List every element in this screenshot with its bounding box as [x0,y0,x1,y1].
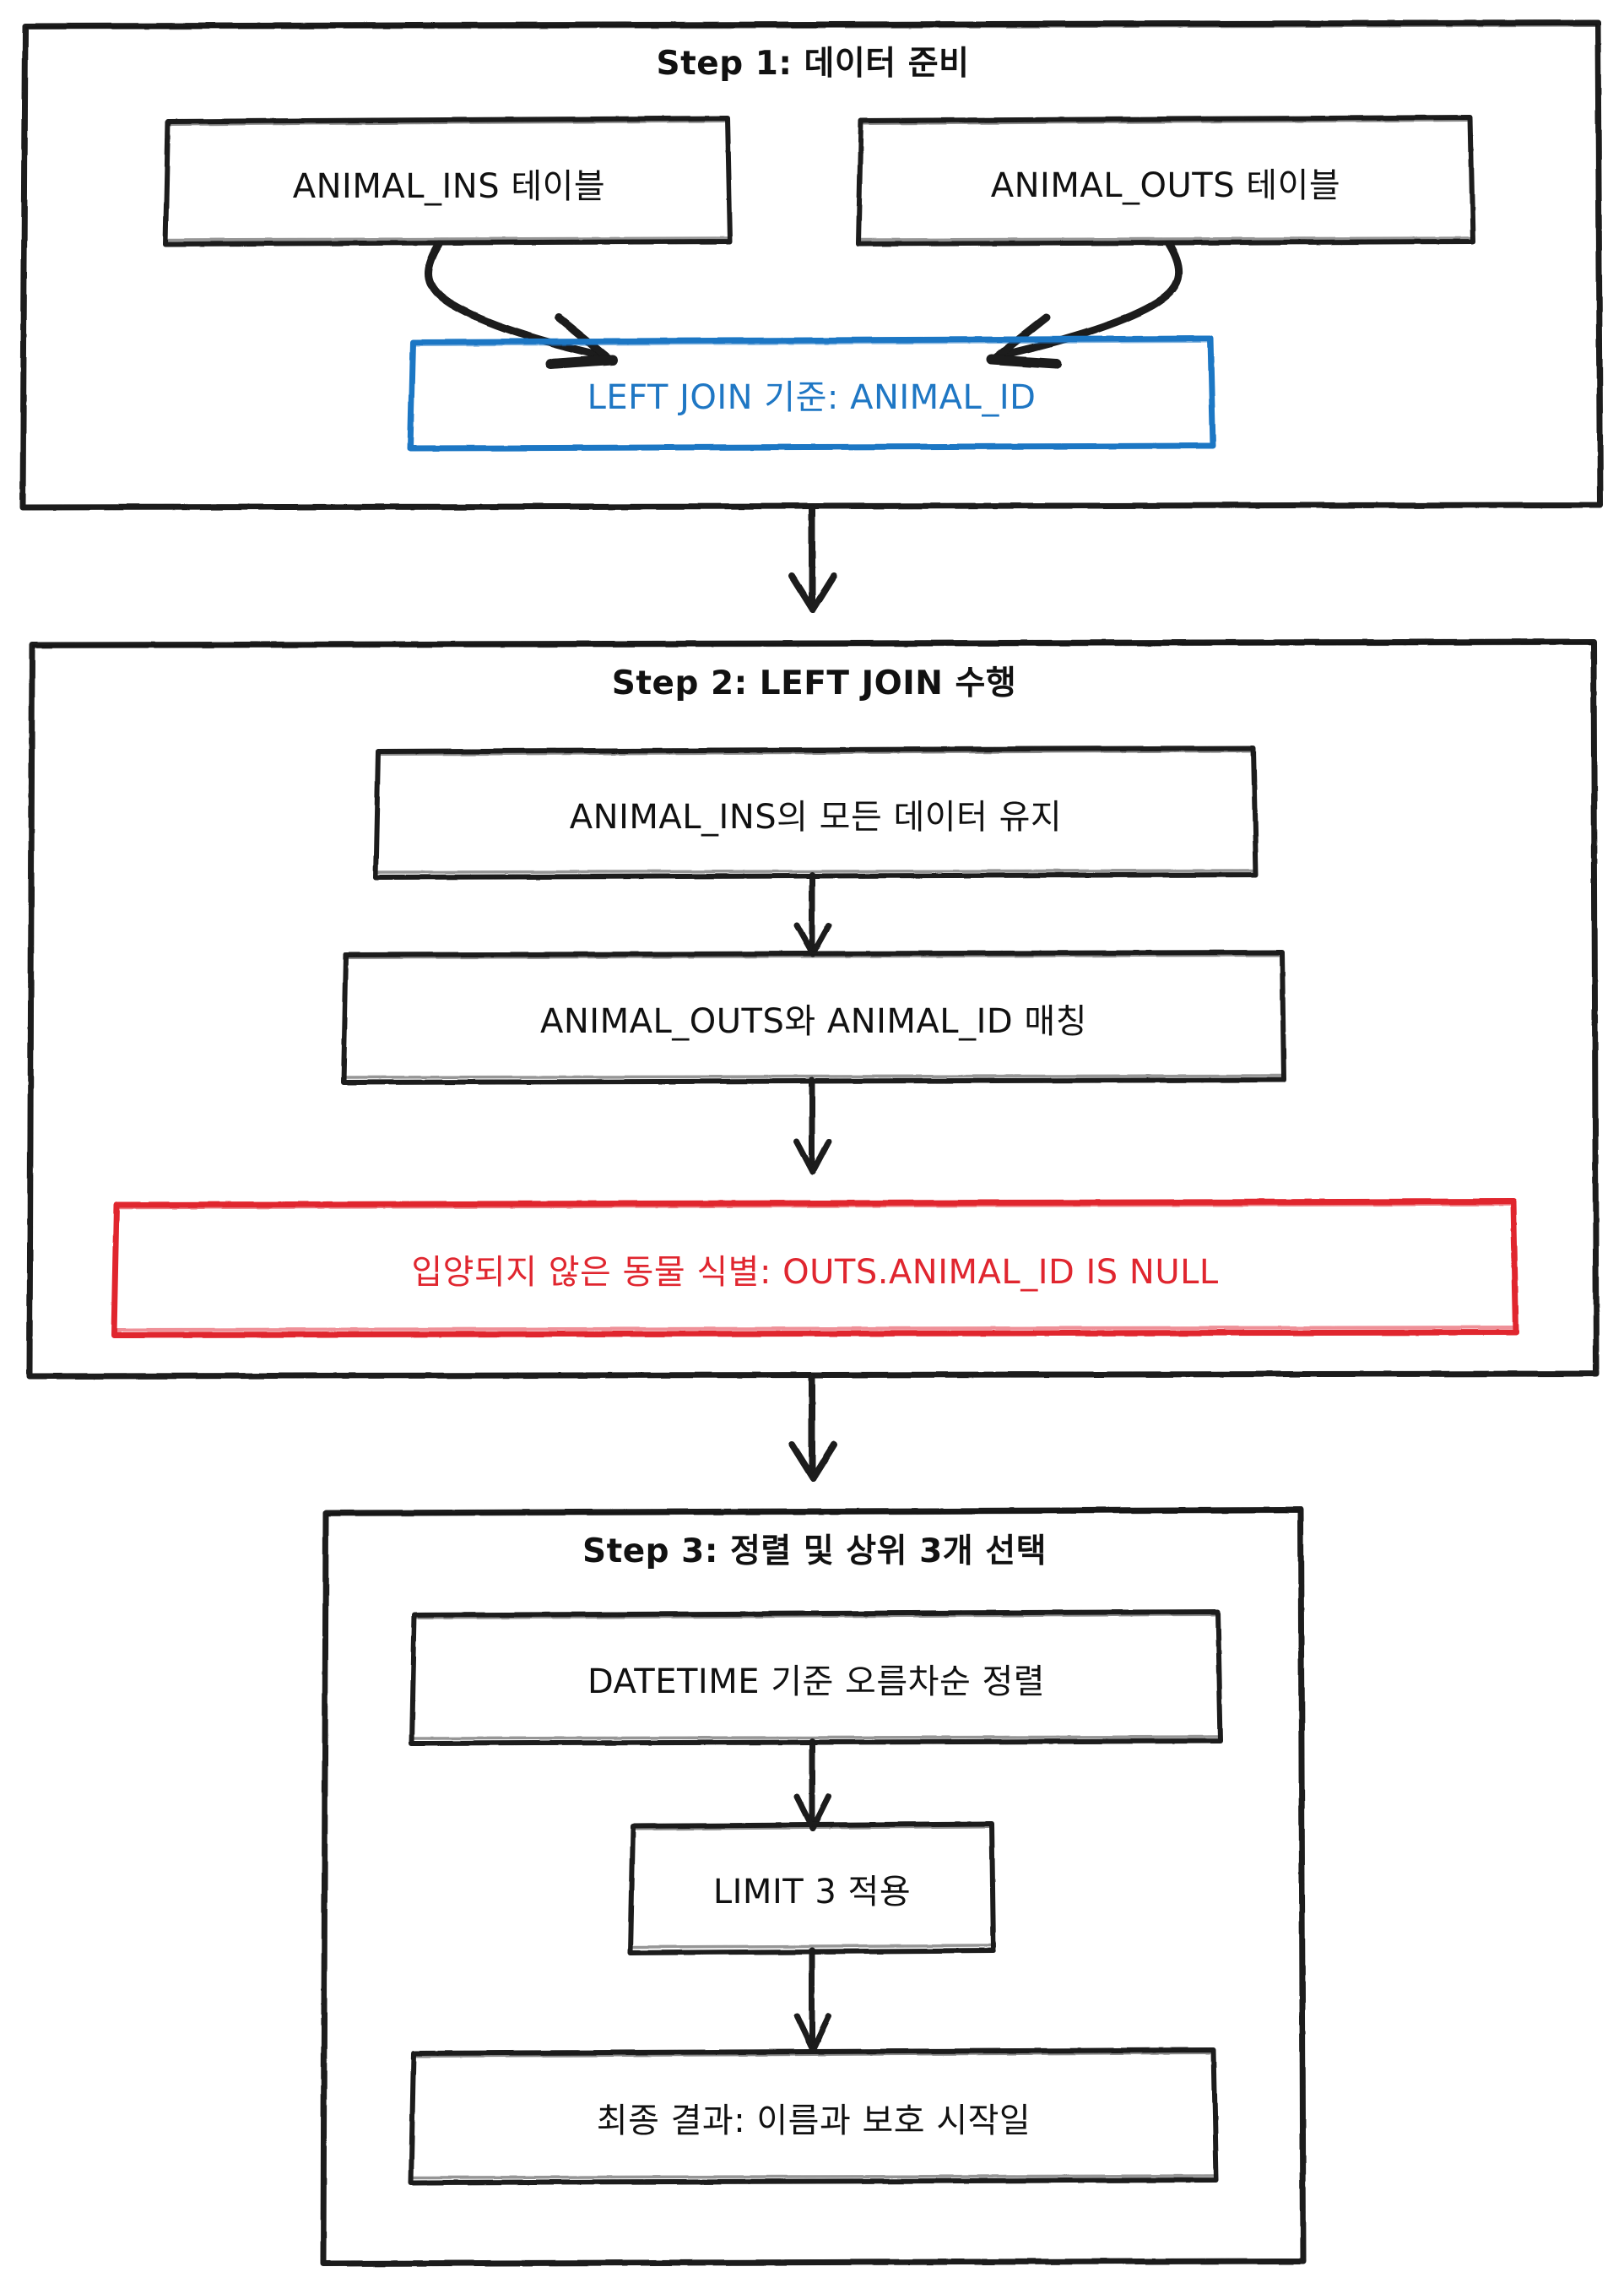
node-box-order-by-datetime [409,1609,1223,1746]
node-box-null-filter [111,1198,1519,1338]
node-box-limit-3 [628,1821,996,1955]
connector-limit-to-final [793,1947,832,2053]
step2-group-border [26,638,1600,1380]
node-box-animal-ins-table [163,116,733,247]
step1-group-border [19,19,1604,511]
node-box-animal-outs-table [856,115,1475,247]
connector-step2-to-step3 [788,1374,837,1482]
node-box-left-join-key [407,335,1216,452]
step3-group-border [320,1506,1307,2267]
connector-match-to-null [793,1076,832,1175]
connector-order-to-limit [793,1738,832,1832]
connector-keep-to-match [793,871,832,957]
node-box-final-result [409,2047,1219,2185]
connector-step1-to-step2 [788,505,837,613]
node-box-keep-all-ins [373,746,1259,880]
node-box-match-outs [341,950,1286,1085]
connector-outs-to-join [986,240,1183,369]
